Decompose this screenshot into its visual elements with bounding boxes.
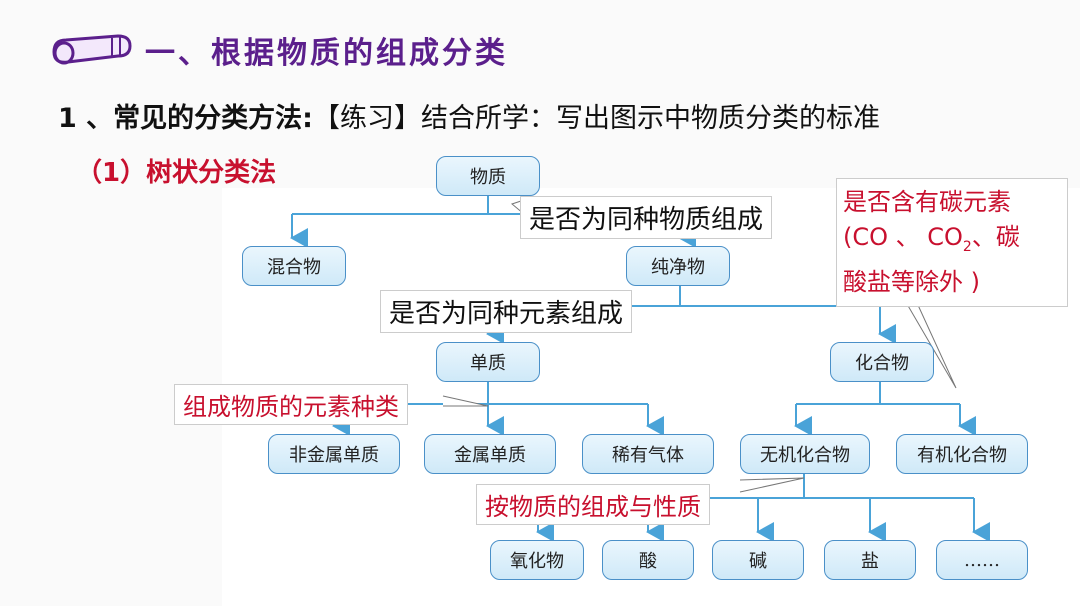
node-noble-gas: 稀有气体 xyxy=(582,434,714,474)
callout-element-kind: 组成物质的元素种类 xyxy=(174,384,408,425)
subtitle-number: 1 、常见的分类方法: xyxy=(58,103,313,134)
callout-carbon-carbonate: 、碳 xyxy=(971,223,1020,251)
node-base: 碱 xyxy=(712,540,804,580)
slide-heading: 一、根据物质的组成分类 xyxy=(145,36,508,71)
node-etc: …… xyxy=(936,540,1028,580)
node-acid: 酸 xyxy=(602,540,694,580)
callout-carbon-line2: (CO 、 CO2、碳 xyxy=(843,220,1061,265)
node-compound: 化合物 xyxy=(830,342,934,382)
slide-subtitle: 1 、常见的分类方法:【练习】结合所学：写出图示中物质分类的标准 xyxy=(58,96,880,135)
scroll-icon xyxy=(52,34,132,65)
method-label: （1）树状分类法 xyxy=(76,158,277,188)
node-organic-compound: 有机化合物 xyxy=(896,434,1028,474)
callout-carbon: 是否含有碳元素 (CO 、 CO2、碳 酸盐等除外 ) xyxy=(836,178,1068,307)
node-mixture: 混合物 xyxy=(242,246,346,286)
callout-carbon-line3: 酸盐等除外 ) xyxy=(843,267,980,296)
node-salt: 盐 xyxy=(824,540,916,580)
subtitle-text: 【练习】结合所学：写出图示中物质分类的标准 xyxy=(312,103,880,134)
node-oxide: 氧化物 xyxy=(490,540,584,580)
node-matter: 物质 xyxy=(436,156,540,196)
callout-carbon-line1: 是否含有碳元素 xyxy=(843,188,1011,216)
node-inorganic-compound: 无机化合物 xyxy=(740,434,870,474)
node-element-substance: 单质 xyxy=(436,342,540,382)
node-metal: 金属单质 xyxy=(424,434,556,474)
callout-composition-property: 按物质的组成与性质 xyxy=(476,484,710,525)
node-pure-substance: 纯净物 xyxy=(626,246,730,286)
callout-same-substance: 是否为同种物质组成 xyxy=(520,196,773,239)
callout-same-element: 是否为同种元素组成 xyxy=(380,290,633,333)
callout-carbon-sub: 2 xyxy=(962,238,972,255)
node-nonmetal: 非金属单质 xyxy=(268,434,400,474)
callout-carbon-co: (CO 、 CO xyxy=(843,223,963,251)
